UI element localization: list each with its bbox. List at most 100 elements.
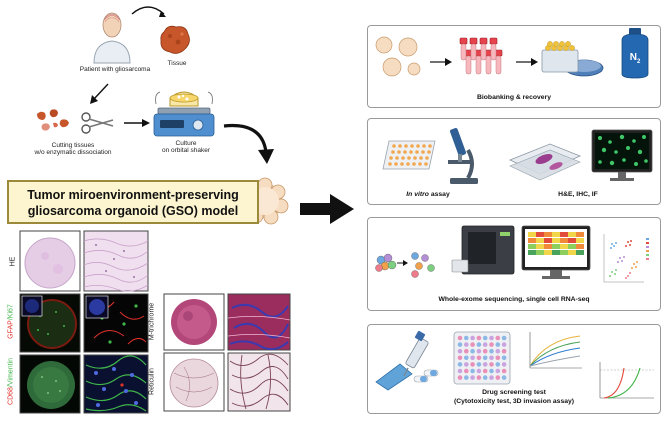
ln2-tank-icon	[621, 28, 649, 79]
he-zoom-tile	[83, 230, 149, 292]
sequencer-icon	[451, 225, 515, 275]
plate-well	[482, 342, 488, 347]
drug-title-line-1: Drug screening test	[482, 389, 546, 396]
mtrichrome-whole-tile	[163, 293, 225, 351]
drug-plate-icon	[453, 331, 511, 385]
vimentin-label: /Vimentin	[7, 358, 15, 388]
plate-well	[457, 368, 463, 374]
tissue-icon	[160, 25, 190, 54]
mtrichrome-label: M-trichrome	[148, 302, 156, 341]
plate-well	[457, 355, 463, 361]
plate-well	[495, 342, 501, 347]
big-arrow	[300, 194, 354, 224]
plate-well	[464, 348, 469, 354]
plate-well	[457, 362, 463, 367]
organoid-cluster-icon	[375, 36, 421, 77]
heatmap-monitor-icon	[521, 225, 591, 279]
orbital-shaker-icon	[153, 91, 215, 137]
model-title-line-2: gliosarcoma organoid (GSO) model	[27, 204, 239, 218]
slides-icon	[508, 143, 582, 181]
mtrichrome-zoom-tile	[227, 293, 291, 351]
plate-well	[470, 342, 475, 347]
plate-well	[489, 335, 494, 341]
well-plate-icon	[382, 140, 436, 170]
plate-well	[501, 362, 507, 367]
plate-well	[489, 342, 494, 347]
plate-well	[457, 335, 463, 341]
tsne-plot-icon	[603, 234, 649, 283]
arrow-to-box	[516, 58, 538, 66]
arrow-to-organoid	[223, 123, 274, 164]
cd68-zoom-tile	[83, 354, 149, 414]
pipette-icon	[375, 330, 439, 391]
culture-label: Culture on orbital shaker	[150, 140, 222, 155]
arrow-patient-to-tissue	[131, 6, 166, 17]
plate-well	[495, 348, 501, 354]
plate-well	[464, 342, 469, 347]
cryobox-icon	[541, 41, 604, 77]
he-whole-tile	[19, 230, 81, 292]
sequencing-title: Whole-exome sequencing, single cell RNA-…	[438, 296, 590, 303]
plate-well	[476, 368, 482, 374]
plate-well	[476, 355, 482, 361]
patient-label: Patient with gliosarcoma	[79, 66, 151, 73]
plate-well	[464, 355, 469, 361]
plate-well	[476, 335, 482, 341]
plate-well	[482, 362, 488, 367]
invasion-chart	[599, 362, 654, 399]
plate-well	[501, 375, 507, 380]
arrow-to-vials	[430, 58, 452, 66]
plate-well	[464, 368, 469, 374]
plate-well	[501, 342, 507, 347]
cells-icon	[375, 252, 435, 278]
ln2-label: N2	[624, 52, 646, 66]
plate-well	[482, 375, 488, 380]
plate-well	[495, 368, 501, 374]
dose-response-chart	[529, 332, 582, 369]
ln2-n: N	[629, 52, 637, 63]
plate-well	[495, 362, 501, 367]
scissors-icon	[81, 112, 114, 134]
plate-well	[457, 375, 463, 380]
vials-icon	[459, 37, 503, 75]
tissue-label: Tissue	[167, 60, 187, 67]
cd68-vimentin-label: CD68/Vimentin	[8, 345, 15, 419]
plate-well	[464, 335, 469, 341]
plate-well	[482, 368, 488, 374]
plate-well	[489, 362, 494, 367]
tissue-pieces-icon	[37, 109, 69, 131]
arrow-to-cutting	[90, 83, 109, 104]
plate-well	[495, 335, 501, 341]
ln2-sub: 2	[636, 59, 641, 65]
gfap-whole-tile	[19, 293, 81, 353]
invitro-suffix: assay	[428, 191, 450, 198]
plate-well	[476, 375, 482, 380]
plate-well	[501, 335, 507, 341]
cutting-label-line-2: w/o enzymatic dissociation	[34, 149, 112, 157]
reticulin-zoom-tile	[227, 352, 291, 412]
invitro-italic: In vitro	[406, 191, 429, 198]
plate-well	[470, 362, 475, 367]
plate-well	[501, 355, 507, 361]
cutting-label: Cutting tissues w/o enzymatic dissociati…	[28, 142, 118, 157]
plate-well	[464, 362, 469, 367]
plate-well	[501, 368, 507, 374]
biobanking-title: Biobanking & recovery	[476, 94, 552, 101]
patient-icon	[93, 12, 131, 64]
he-label: HE	[9, 256, 17, 267]
gfap-zoom-tile	[83, 293, 149, 353]
model-title-box: Tumor miroenvironment-preserving gliosar…	[7, 180, 259, 224]
arrow-to-shaker	[124, 119, 150, 127]
plate-well	[457, 342, 463, 347]
plate-well	[470, 368, 475, 374]
plate-well	[470, 335, 475, 341]
plate-well	[489, 348, 494, 354]
plate-well	[470, 375, 475, 380]
cd68-label: CD68	[7, 387, 15, 405]
plate-well	[489, 355, 494, 361]
culture-label-line-2: on orbital shaker	[161, 147, 211, 155]
plate-well	[476, 348, 482, 354]
reticulin-label: Reticulin	[148, 368, 156, 395]
plate-well	[482, 348, 488, 354]
plate-well	[495, 375, 501, 380]
